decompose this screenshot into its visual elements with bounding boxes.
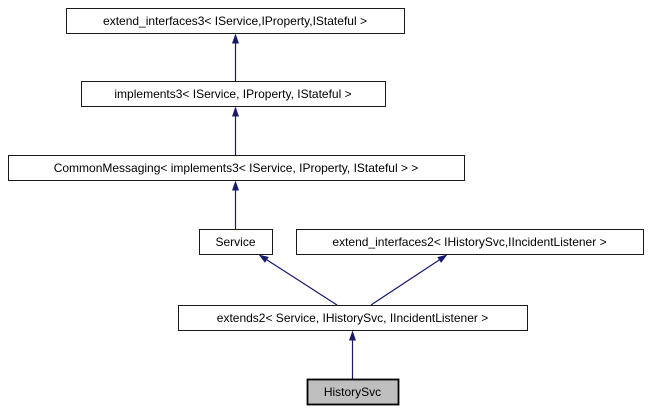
node-label: implements3< IService, IProperty, IState…	[114, 87, 351, 101]
node-label: HistorySvc	[324, 385, 381, 399]
node-box	[296, 229, 644, 255]
node-box	[8, 155, 465, 181]
inheritance-arrowhead	[232, 180, 239, 191]
node-label: extend_interfaces2< IHistorySvc,IInciden…	[332, 235, 606, 249]
node-implements3[interactable]: implements3< IService, IProperty, IState…	[81, 81, 386, 107]
node-historysvc-current: HistorySvc	[306, 378, 400, 406]
node-box	[66, 8, 405, 34]
node-box	[178, 305, 528, 331]
node-box	[199, 229, 273, 255]
node-label: CommonMessaging< implements3< IService, …	[54, 161, 419, 175]
inheritance-arrow-line	[266, 259, 338, 306]
inheritance-arrowhead	[232, 33, 239, 44]
inheritance-arrowhead	[437, 254, 448, 263]
node-extend-interfaces2[interactable]: extend_interfaces2< IHistorySvc,IInciden…	[296, 229, 644, 255]
node-box-highlighted	[306, 378, 400, 406]
node-label: extends2< Service, IHistorySvc, IInciden…	[217, 311, 488, 325]
node-extend-interfaces3[interactable]: extend_interfaces3< IService,IProperty,I…	[66, 8, 405, 34]
node-box	[81, 81, 386, 107]
node-commonmessaging[interactable]: CommonMessaging< implements3< IService, …	[8, 155, 465, 181]
inheritance-arrowhead	[258, 254, 269, 263]
inheritance-arrowhead	[232, 106, 239, 117]
edges-layer	[232, 33, 448, 379]
inheritance-arrowhead	[349, 330, 356, 341]
node-label: Service	[215, 235, 255, 249]
node-label: extend_interfaces3< IService,IProperty,I…	[103, 14, 367, 28]
node-service[interactable]: Service	[199, 229, 273, 255]
node-extends2[interactable]: extends2< Service, IHistorySvc, IInciden…	[178, 305, 528, 331]
inheritance-arrow-line	[370, 259, 440, 306]
